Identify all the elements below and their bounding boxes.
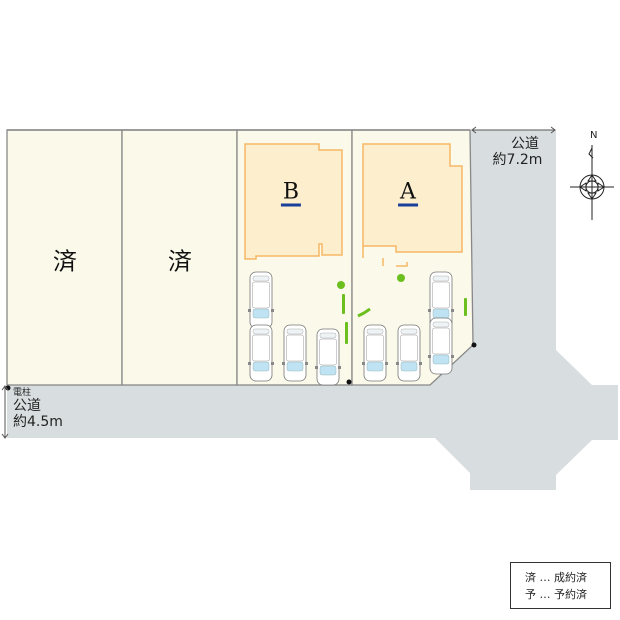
road-surface (7, 130, 618, 490)
tree-icon (337, 281, 345, 289)
legend-symbol: 予 (525, 588, 536, 601)
utility-pole-icon (471, 342, 477, 348)
car-icon (395, 324, 423, 382)
compass-icon (570, 145, 614, 220)
road-width: 約4.5m (13, 414, 63, 430)
lot-a-label: A (398, 179, 418, 207)
tree-icon (397, 274, 405, 282)
hedge-icon (345, 322, 348, 344)
legend-separator: … (539, 571, 551, 584)
hedge-icon (342, 294, 345, 314)
legend: 済 … 成約済 予 … 予約済 (510, 562, 611, 609)
hedge-icon (464, 298, 467, 316)
lot-b-label: B (280, 179, 302, 207)
road-name: 公道 (13, 398, 41, 414)
houses (244, 143, 463, 260)
car-icon (247, 271, 275, 329)
lot-2-label: 済 (168, 247, 192, 276)
legend-separator: … (539, 588, 551, 601)
lot-2[interactable] (121, 129, 238, 386)
utility-pole-icon (5, 385, 11, 391)
shrub-icon (357, 307, 371, 318)
utility-pole-label: 電柱 (13, 388, 32, 398)
road-width: 約7.2m (492, 152, 543, 168)
lot-1-label: 済 (53, 247, 77, 276)
car-icon (361, 324, 389, 382)
legend-symbol: 済 (525, 571, 536, 584)
car-icon (314, 328, 342, 386)
house-a-step (396, 262, 408, 267)
road-name: 公道 (511, 136, 539, 152)
east-west-road-label: 公道 約4.5m (13, 398, 63, 430)
house-b-footprint (244, 143, 343, 260)
utility-pole-icon (346, 379, 352, 385)
legend-meaning: 予約済 (554, 588, 587, 601)
north-south-road-label: 公道 約7.2m (493, 136, 550, 168)
markers (5, 342, 477, 391)
car-icon (427, 317, 455, 375)
road-area (7, 130, 618, 490)
lot-1[interactable] (6, 129, 123, 386)
car-icon (247, 324, 275, 382)
legend-row: 予 … 予約済 (525, 586, 610, 603)
dimension-lines (1, 126, 556, 439)
landscaping (337, 274, 467, 344)
legend-row: 済 … 成約済 (525, 569, 610, 586)
legend-meaning: 成約済 (554, 571, 587, 584)
compass-north-label: N (590, 130, 598, 141)
car-icon (281, 324, 309, 382)
house-a-footprint (362, 143, 463, 253)
